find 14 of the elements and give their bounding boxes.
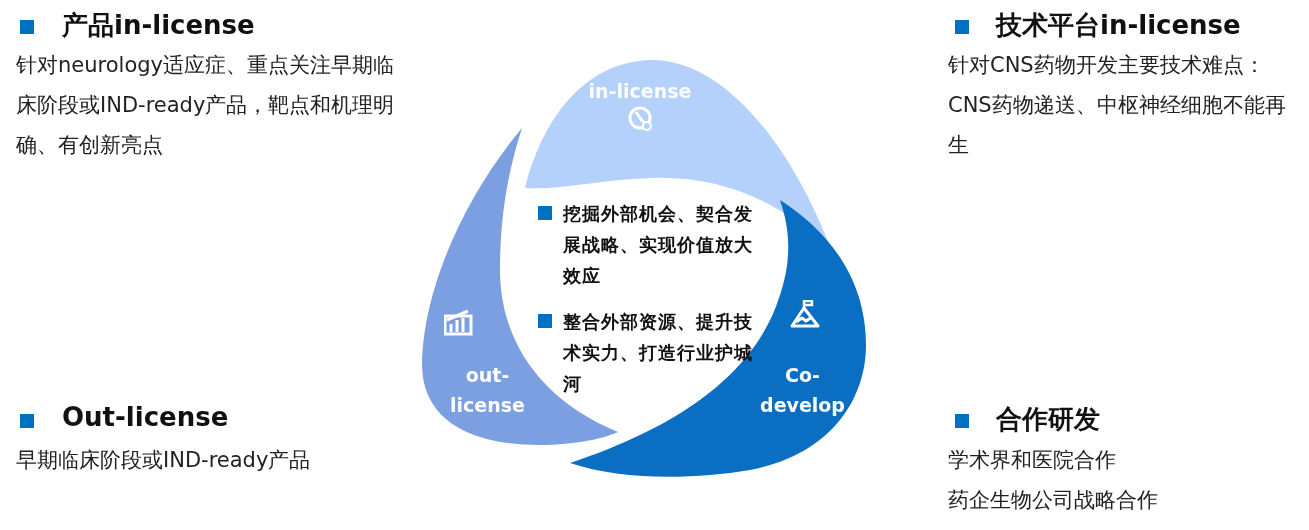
description-text: 针对CNS药物开发主要技术难点：CNS药物递送、中枢神经细胞不能再生 bbox=[948, 52, 1287, 159]
section-heading: 产品in-license bbox=[62, 9, 255, 42]
bullet-text: 挖掘外部机会、契合发展战略、实现价值放大效应 bbox=[563, 202, 754, 288]
section-heading: Out-license bbox=[62, 402, 229, 432]
description-text: 药企生物公司战略合作 bbox=[948, 487, 1159, 514]
segment-label: out- license bbox=[449, 363, 526, 418]
bullet-text: 整合外部资源、提升技术实力、打造行业护城河 bbox=[563, 310, 754, 396]
section-heading: 合作研发 bbox=[996, 403, 1100, 436]
description-text: 早期临床阶段或IND-ready产品 bbox=[16, 447, 312, 474]
description-text: 针对neurology适应症、重点关注早期临床阶段或IND-ready产品，靶点和机理明确、有创新亮点 bbox=[16, 52, 396, 159]
section-heading: 技术平台in-license bbox=[996, 9, 1241, 42]
segment-label: Co- develop bbox=[759, 363, 846, 418]
description-text: 学术界和医院合作 bbox=[948, 447, 1117, 474]
segment-label: in-license bbox=[587, 79, 693, 104]
